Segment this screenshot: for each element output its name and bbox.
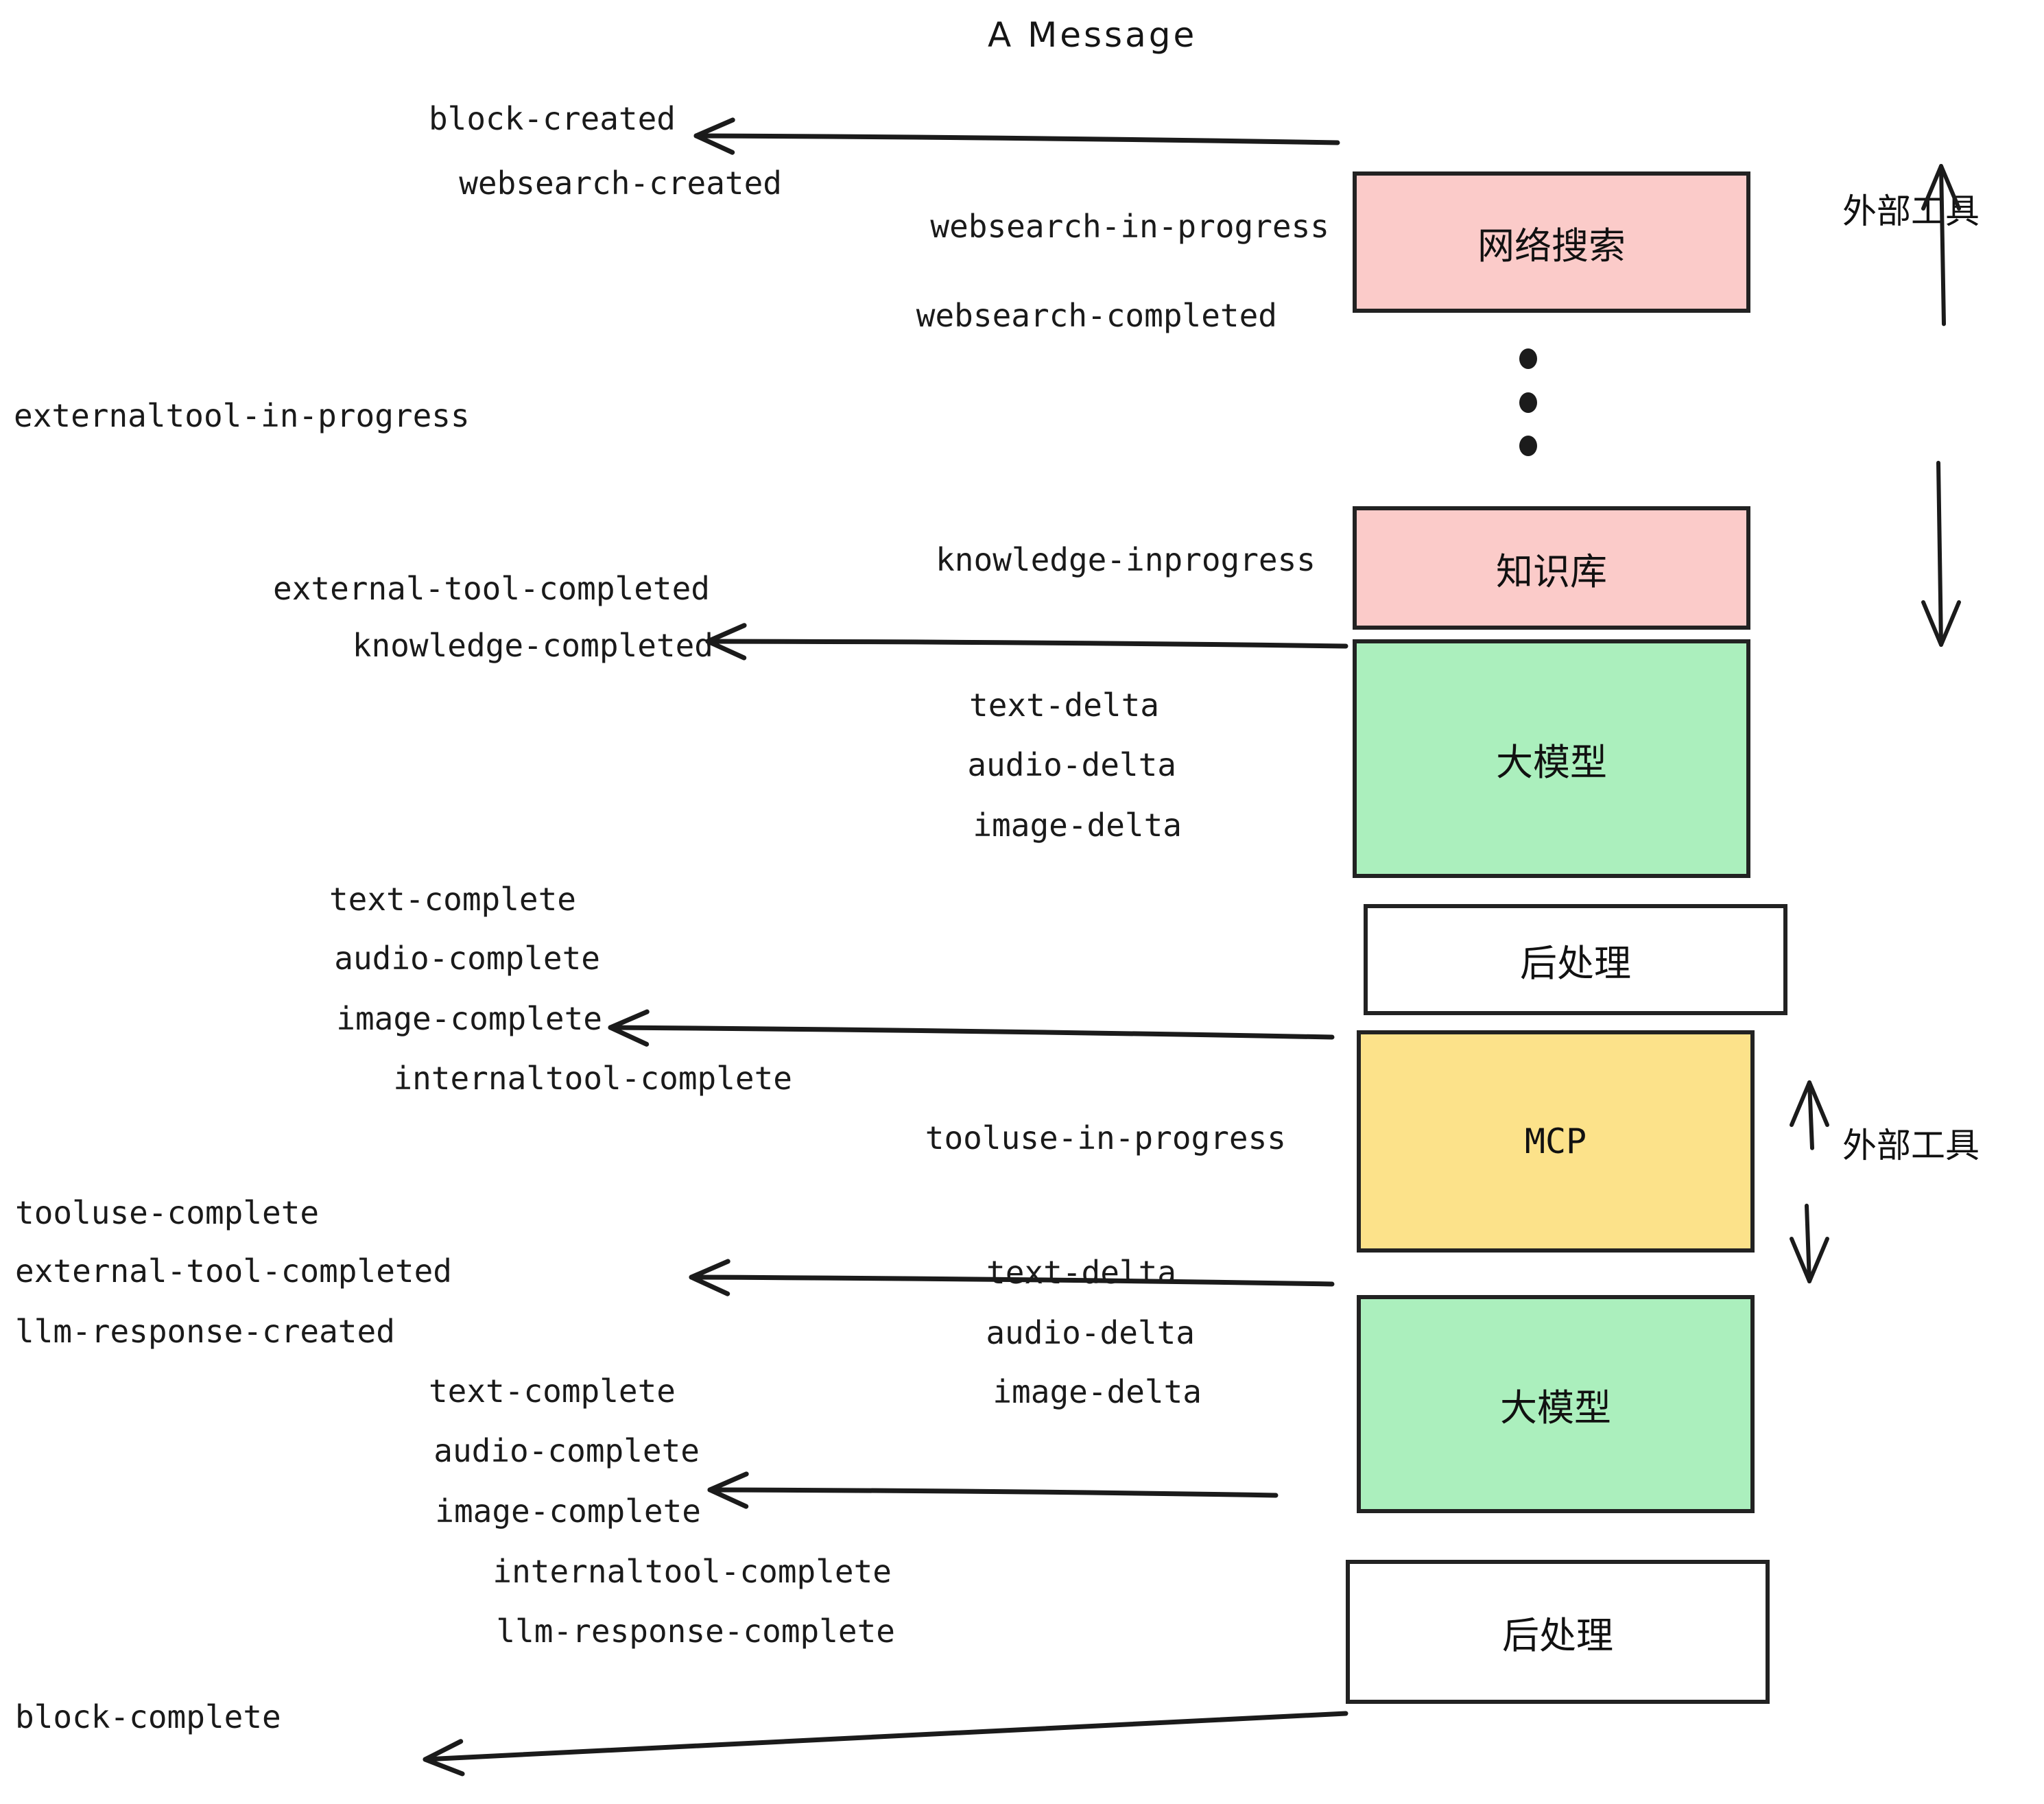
group-arrow-up-head (1790, 1080, 1829, 1127)
box-label: 后处理 (1502, 1613, 1613, 1657)
group-arrow-down-head (1921, 600, 1961, 647)
event-label-internaltool-complete-2: internaltool-complete (492, 1553, 892, 1590)
event-label-websearch-completed: websearch-completed (916, 297, 1277, 334)
page-title: A Message (988, 15, 1198, 55)
arrow-arrow-llm2-audio (707, 1471, 1279, 1509)
event-label-image-delta-2: image-delta (993, 1373, 1202, 1410)
event-label-audio-complete-1: audio-complete (334, 940, 600, 977)
event-label-audio-complete-2: audio-complete (433, 1432, 700, 1469)
group-arrow-external-tools-arrow-top (1921, 164, 1961, 647)
arrow-shaft (423, 1711, 1348, 1762)
event-label-audio-delta-2: audio-delta (986, 1314, 1195, 1351)
event-label-block-complete: block-complete (15, 1698, 281, 1735)
group-arrow-up-shaft (1807, 1080, 1814, 1150)
box-post-top: 后处理 (1364, 904, 1787, 1015)
arrow-head (693, 117, 735, 155)
ellipsis-dot (1519, 392, 1537, 413)
event-label-text-complete-2: text-complete (428, 1373, 676, 1410)
box-post-bottom: 后处理 (1346, 1560, 1770, 1704)
event-label-websearch-in-progress: websearch-in-progress (930, 208, 1329, 245)
event-label-image-delta-1: image-delta (973, 807, 1182, 844)
box-llm-top: 大模型 (1353, 639, 1750, 878)
event-label-text-complete-1: text-complete (329, 881, 576, 918)
arrow-arrow-knowledge (705, 623, 1348, 661)
event-label-text-delta-1: text-delta (969, 687, 1159, 724)
box-llm-bottom: 大模型 (1357, 1295, 1755, 1513)
event-label-audio-delta-1: audio-delta (967, 746, 1176, 783)
box-knowledge: 知识库 (1353, 506, 1750, 630)
arrow-head (707, 1471, 749, 1509)
event-label-knowledge-completed: knowledge-completed (352, 627, 713, 664)
group-arrow-external-tools-arrow-bottom (1790, 1080, 1829, 1283)
box-label: 知识库 (1496, 549, 1607, 593)
ellipsis-dot (1519, 348, 1537, 369)
event-label-tooluse-in-progress: tooluse-in-progress (925, 1119, 1286, 1156)
event-label-image-complete-1: image-complete (336, 1000, 602, 1037)
box-mcp: MCP (1357, 1030, 1755, 1253)
event-label-text-delta-2: text-delta (986, 1254, 1176, 1291)
arrow-shaft (705, 639, 1348, 649)
box-label: MCP (1524, 1121, 1587, 1161)
arrow-arrow-mcp-in (608, 1009, 1335, 1047)
arrow-head (689, 1259, 730, 1296)
event-label-internaltool-complete-1: internaltool-complete (393, 1060, 792, 1097)
event-label-externaltool-in-progress: externaltool-in-progress (14, 397, 470, 434)
arrow-shaft (693, 133, 1340, 145)
event-label-external-tool-completed-2: external-tool-completed (15, 1253, 452, 1290)
box-websearch: 网络搜索 (1353, 171, 1750, 313)
event-label-tooluse-complete: tooluse-complete (15, 1194, 320, 1231)
ellipsis-dot (1519, 436, 1537, 456)
arrow-shaft (608, 1025, 1335, 1040)
group-arrow-down-shaft (1805, 1203, 1811, 1283)
box-label: 大模型 (1500, 1386, 1611, 1429)
group-arrow-down-shaft (1936, 460, 1943, 647)
event-label-block-created: block-created (428, 100, 676, 137)
box-label: 大模型 (1496, 740, 1607, 784)
event-label-llm-response-created: llm-response-created (15, 1313, 395, 1350)
arrow-arrow-websearch (693, 117, 1340, 155)
box-label: 后处理 (1520, 941, 1631, 985)
group-label-external-tools-top: 外部工具 (1842, 191, 1980, 231)
event-label-image-complete-2: image-complete (435, 1493, 701, 1530)
event-label-knowledge-inprogress: knowledge-inprogress (936, 541, 1316, 578)
event-label-external-tool-completed-1: external-tool-completed (273, 570, 710, 607)
box-label: 网络搜索 (1477, 224, 1626, 268)
event-label-websearch-created: websearch-created (459, 165, 782, 202)
arrow-head (608, 1009, 650, 1047)
event-label-llm-response-complete: llm-response-complete (496, 1613, 895, 1650)
arrow-head (423, 1739, 465, 1777)
arrow-shaft (707, 1487, 1279, 1498)
arrow-arrow-block-done (423, 1711, 1348, 1777)
group-arrow-down-head (1790, 1237, 1829, 1283)
group-label-external-tools-bottom: 外部工具 (1842, 1126, 1980, 1165)
